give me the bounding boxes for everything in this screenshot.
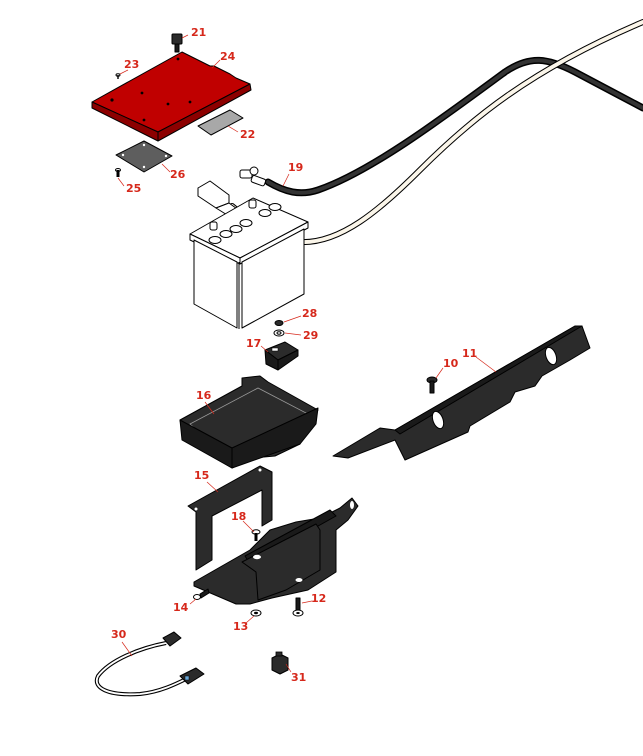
bracket-screw [251,529,261,541]
battery-terminal-connector [239,166,267,187]
callout-23: 23 [124,58,139,71]
relay-switch [271,651,289,675]
knob-fastener [171,33,183,53]
callout-29: 29 [303,329,318,342]
plate-screw [115,168,121,177]
dark-mounting-plate [115,140,173,173]
hold-down-clamp [264,341,299,371]
mounting-bracket-long [332,325,591,461]
hex-bolt [426,376,438,394]
callout-labels: 21 24 23 22 26 25 19 28 29 17 11 10 16 1… [111,26,477,684]
wire-harness [94,631,205,697]
battery-mount-bracket [187,465,359,605]
callout-24: 24 [220,50,236,63]
callout-18: 18 [231,510,246,523]
callout-15: 15 [194,469,209,482]
lock-nut [250,609,262,617]
callout-19: 19 [288,161,303,174]
side-bolt [193,588,210,600]
callout-22: 22 [240,128,255,141]
battery [189,197,309,329]
battery-tray [179,375,319,469]
battery-cable-black [264,56,643,197]
callout-28: 28 [302,307,317,320]
callout-12: 12 [311,592,326,605]
callout-16: 16 [196,389,212,402]
callout-25: 25 [126,182,141,195]
callout-30: 30 [111,628,127,641]
battery-cover-plate [91,51,252,142]
callout-13: 13 [233,620,248,633]
leader-lines [117,34,497,673]
gray-pad [197,109,244,136]
bolt-with-washer [292,597,304,617]
callout-11: 11 [462,347,477,360]
callout-10: 10 [443,357,459,370]
callout-21: 21 [191,26,206,39]
callout-31: 31 [291,671,306,684]
callout-17: 17 [246,337,261,350]
small-screw [115,73,121,79]
flat-washer [273,329,285,337]
callout-26: 26 [170,168,186,181]
callout-14: 14 [173,601,189,614]
hex-nut [274,320,284,326]
